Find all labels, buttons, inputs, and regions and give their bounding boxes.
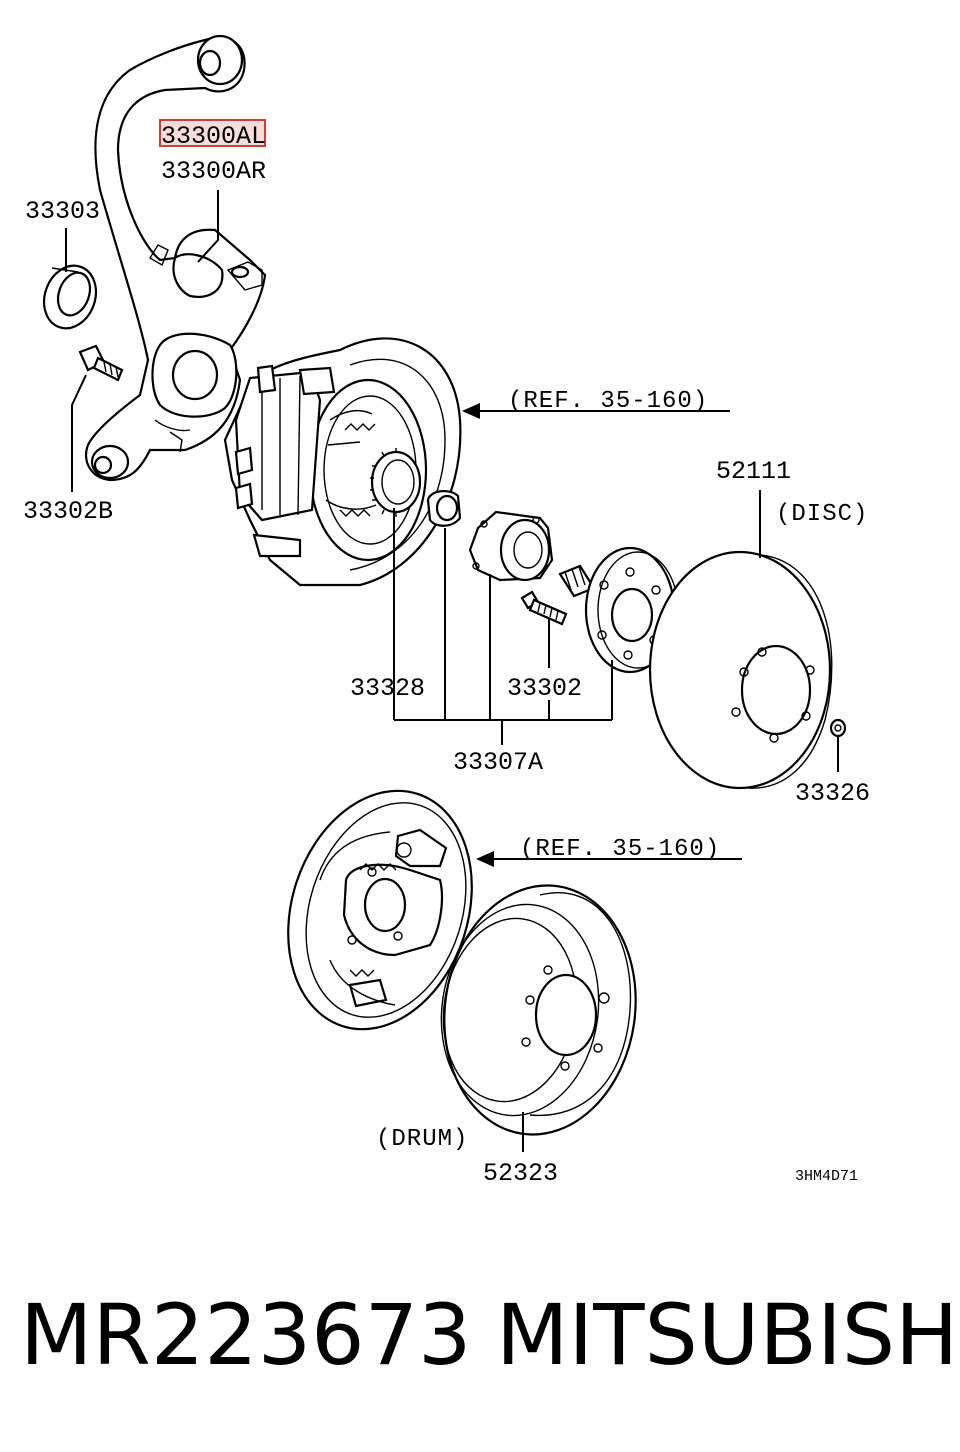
label-33302B[interactable]: 33302B <box>23 497 113 526</box>
label-33307A[interactable]: 33307A <box>453 748 543 777</box>
dust-seal-drawing <box>42 264 98 330</box>
arrow-ref-lower <box>476 851 494 867</box>
brake-drum-drawing <box>440 884 637 1136</box>
hub-bearing-drawing <box>468 510 554 582</box>
leader-33302B <box>71 374 87 492</box>
drum-brake-backing-plate-drawing <box>287 789 473 1031</box>
label-drum: (DRUM) <box>376 1126 468 1153</box>
tone-ring-drawing <box>370 448 422 517</box>
bolt-33302B-drawing <box>78 344 124 382</box>
lug-nut-drawing <box>829 718 847 738</box>
parts-diagram: 33300AL 33300AR 33303 33302B <box>23 34 870 1188</box>
arrow-ref-upper <box>462 403 480 419</box>
highlight-box-33300AL <box>159 119 266 147</box>
label-33302[interactable]: 33302 <box>507 674 582 703</box>
label-33300AL[interactable]: 33300AL <box>161 122 266 151</box>
label-disc: (DISC) <box>776 501 868 528</box>
diagram-code: 3HM4D71 <box>795 1168 858 1185</box>
label-52323[interactable]: 52323 <box>483 1159 558 1188</box>
leader-33300 <box>197 190 219 263</box>
bracket-33307A <box>394 719 612 745</box>
brand-text: MITSUBISHI <box>496 1286 960 1384</box>
footer: MR223673 MITSUBISHI <box>0 1280 960 1390</box>
steering-knuckle-drawing <box>84 34 267 482</box>
label-33300AR[interactable]: 33300AR <box>161 157 266 186</box>
disc-brake-backing-plate-drawing <box>223 337 462 587</box>
hub-cap-drawing <box>426 490 462 527</box>
label-33326[interactable]: 33326 <box>795 779 870 808</box>
label-33328[interactable]: 33328 <box>350 674 425 703</box>
label-33303[interactable]: 33303 <box>25 197 100 226</box>
lug-nut-hole <box>834 724 842 732</box>
label-52111[interactable]: 52111 <box>716 457 791 486</box>
brake-disc-drawing <box>648 550 833 790</box>
hub-bolt-drawing <box>520 590 568 626</box>
part-number-text: MR223673 <box>20 1286 472 1384</box>
